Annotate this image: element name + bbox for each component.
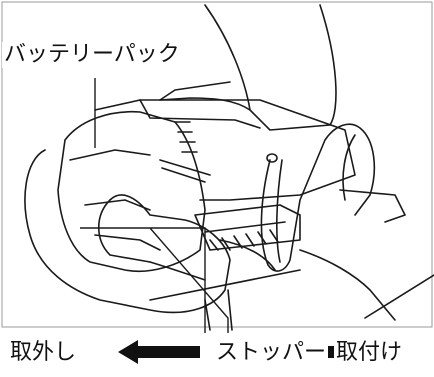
belt-hook [260,123,376,272]
battery-pack-label: バッテリーパック [2,42,182,68]
figure-frame [1,1,433,328]
tool-body [204,4,337,131]
stopper-label: ストッパー [214,340,329,366]
stopper-leader-line [80,227,229,333]
arrow-left-icon [118,340,200,364]
remove-label: 取外し [8,340,79,366]
tool-base [94,99,356,201]
attach-label: 取付け [334,340,405,366]
left-hand [24,149,231,314]
battery-pack [57,110,206,273]
battery-connector [194,204,301,251]
